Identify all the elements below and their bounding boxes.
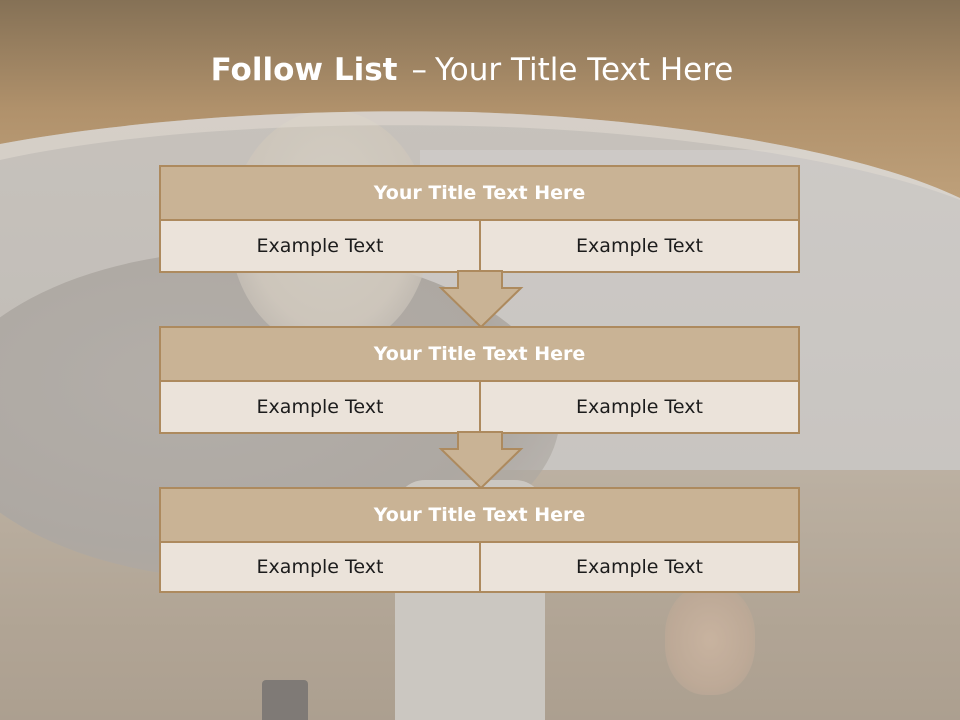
block-cell-right: Example Text: [479, 221, 800, 273]
title-bold: Follow List: [210, 52, 398, 88]
block-title: Your Title Text Here: [159, 487, 800, 543]
list-block-2: Your Title Text Here Example Text Exampl…: [159, 326, 802, 434]
block-cell-right: Example Text: [479, 543, 800, 593]
block-cell-left: Example Text: [159, 382, 481, 434]
header-band: [0, 0, 960, 200]
block-title: Your Title Text Here: [159, 326, 800, 382]
list-block-3: Your Title Text Here Example Text Exampl…: [159, 487, 802, 595]
down-arrow-icon: [438, 431, 524, 490]
down-arrow-icon: [438, 270, 524, 329]
title-rest: Your Title Text Here: [434, 52, 734, 88]
slide-title: Follow List–Your Title Text Here: [0, 52, 944, 88]
block-title: Your Title Text Here: [159, 165, 800, 221]
block-cell-left: Example Text: [159, 543, 481, 593]
title-separator: –: [411, 52, 427, 88]
block-cell-right: Example Text: [479, 382, 800, 434]
list-block-1: Your Title Text Here Example Text Exampl…: [159, 165, 802, 273]
block-cell-left: Example Text: [159, 221, 481, 273]
